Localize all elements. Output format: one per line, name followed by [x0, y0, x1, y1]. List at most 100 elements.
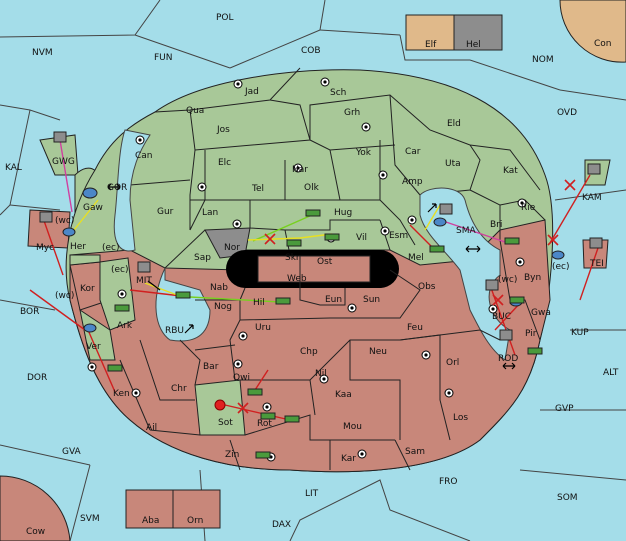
- label-fro: FRO: [439, 477, 458, 487]
- sea-gor-channel[interactable]: [113, 129, 151, 252]
- label-rot: Rot: [257, 419, 272, 429]
- label-gwa: Gwa: [531, 308, 551, 318]
- label-nab: Nab: [210, 283, 228, 293]
- southern-territories: [69, 219, 551, 473]
- label-jos: Jos: [216, 125, 230, 135]
- label-olk: Olk: [304, 183, 320, 193]
- label-sma: SMA: [456, 226, 476, 236]
- label-svm: SVM: [80, 514, 100, 524]
- label-sam: Sam: [405, 447, 425, 457]
- label-aba: Aba: [142, 516, 159, 526]
- label-ail: Ail: [146, 423, 157, 433]
- label-alt: ALT: [603, 368, 619, 378]
- label-ovd: OVD: [557, 108, 577, 118]
- label-kar: Kar: [341, 454, 356, 464]
- label-gvp: GVP: [555, 404, 574, 414]
- label-uta: Uta: [445, 159, 461, 169]
- label-pol: POL: [216, 13, 234, 23]
- label-cob: COB: [301, 46, 321, 56]
- label-cow: Cow: [26, 527, 45, 537]
- sea-labels: POL NVM FUN COB NOM Con KAL OVD KAM BOR …: [5, 13, 619, 537]
- label-skr: Skr: [285, 253, 300, 263]
- label-bor: BOR: [20, 307, 39, 317]
- label-som: SOM: [557, 493, 578, 503]
- label-elf: Elf: [425, 40, 437, 50]
- island-aba[interactable]: [125, 489, 174, 529]
- label-wc-kor: (wc): [55, 291, 74, 301]
- label-gor: GOR: [107, 183, 127, 193]
- label-hil: Hil: [253, 298, 265, 308]
- label-zin: Zin: [225, 450, 239, 460]
- label-jad: Jad: [244, 87, 259, 97]
- label-web: Web: [287, 274, 307, 284]
- label-mit: MIT: [136, 276, 152, 286]
- label-orn: Orn: [187, 516, 203, 526]
- label-ark: Ark: [117, 321, 133, 331]
- label-kor: Kor: [80, 284, 95, 294]
- label-ec-mit: (ec): [111, 265, 129, 275]
- label-ec-tei: (ec): [552, 262, 570, 272]
- label-nor: Nor: [224, 243, 240, 253]
- label-chp: Chp: [300, 347, 318, 357]
- label-can: Can: [135, 151, 153, 161]
- failed-orders: [237, 179, 576, 414]
- region-ost-core[interactable]: [257, 255, 371, 283]
- label-sch: Sch: [330, 88, 346, 98]
- label-kaa: Kaa: [335, 390, 352, 400]
- label-eun: Eun: [325, 295, 342, 305]
- label-nvm: NVM: [32, 48, 53, 58]
- red-territory-labels: Nor Ost Web Mel Byn Kor Eun Sun Obs Gwa …: [80, 243, 551, 464]
- label-ost: Ost: [317, 257, 333, 267]
- region-her[interactable]: [69, 254, 101, 266]
- label-dax: DAX: [272, 520, 291, 530]
- label-gva: GVA: [62, 447, 82, 457]
- label-sun: Sun: [363, 295, 380, 305]
- region-ver[interactable]: [79, 308, 116, 361]
- label-mou: Mou: [343, 422, 362, 432]
- land-con[interactable]: [559, 0, 626, 63]
- label-kat: Kat: [503, 166, 518, 176]
- label-orl: Orl: [446, 358, 459, 368]
- connection-markers: [107, 183, 516, 370]
- label-dor: DOR: [27, 373, 47, 383]
- label-gaw: Gaw: [83, 203, 103, 213]
- label-sot: Sot: [218, 418, 233, 428]
- island-orn[interactable]: [172, 489, 221, 529]
- units: [39, 131, 603, 459]
- label-grh: Grh: [344, 108, 360, 118]
- label-car: Car: [405, 147, 421, 157]
- label-nil: Nil: [315, 369, 327, 379]
- label-sap: Sap: [194, 253, 211, 263]
- label-ver: Ver: [86, 342, 101, 352]
- land-cow[interactable]: [0, 475, 71, 541]
- label-hug: Hug: [334, 208, 352, 218]
- label-esm: Esm: [389, 231, 408, 241]
- label-feu: Feu: [407, 323, 423, 333]
- label-kal: KAL: [5, 163, 22, 173]
- label-neu: Neu: [369, 347, 387, 357]
- label-gwg: GWG: [52, 157, 75, 167]
- label-tei: TEI: [589, 259, 604, 269]
- island-elf[interactable]: [405, 14, 455, 51]
- label-nar: Nar: [292, 165, 308, 175]
- label-hel: Hel: [466, 40, 481, 50]
- label-rbu: RBU: [165, 326, 184, 336]
- supply-centers: [87, 77, 527, 462]
- north-borders: [129, 67, 546, 269]
- label-rie: Rie: [521, 203, 536, 213]
- sea-rbu[interactable]: [155, 267, 211, 342]
- label-fun: FUN: [154, 53, 173, 63]
- label-nom: NOM: [532, 55, 554, 65]
- label-nog: Nog: [214, 302, 232, 312]
- label-myc: Myc: [36, 243, 54, 253]
- island-hel[interactable]: [453, 14, 503, 51]
- label-bri: Bri: [490, 220, 502, 230]
- label-vil: Vil: [356, 233, 367, 243]
- label-lit: LIT: [305, 489, 319, 499]
- label-her: Her: [70, 242, 86, 252]
- label-ec-her: (ec): [102, 243, 120, 253]
- label-qwi: Qwi: [233, 373, 250, 383]
- label-uru: Uru: [255, 323, 271, 333]
- label-tel: Tel: [251, 184, 264, 194]
